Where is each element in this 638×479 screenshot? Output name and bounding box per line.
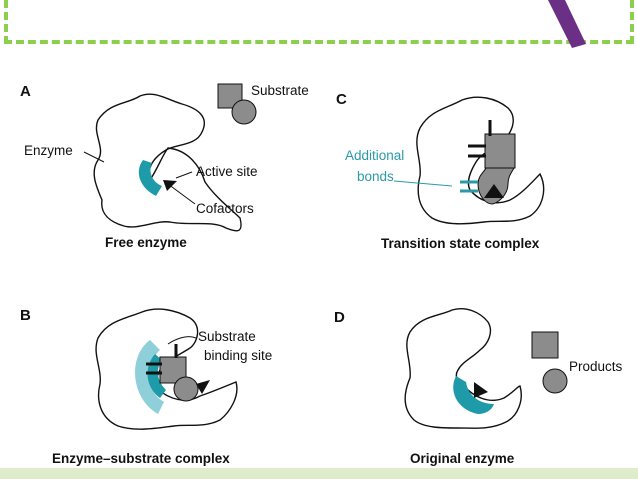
- panel-a-enzyme-outline: [93, 93, 242, 232]
- panel-c-substrate-transition-shape: [477, 167, 515, 205]
- panel-d: D Products Original enzyme: [334, 308, 623, 466]
- panel-a-substrate-label: Substrate: [251, 83, 309, 98]
- panel-d-letter: D: [334, 309, 345, 326]
- frame-top-edge: [4, 40, 634, 44]
- panel-a-active-site-teal-arc: [138, 160, 162, 196]
- panel-c-enzyme-outline: [416, 96, 545, 225]
- panel-d-enzyme-outline: [404, 308, 522, 429]
- panel-a-substrate-circle: [231, 99, 257, 125]
- panel-a-active-site-label: Active site: [196, 164, 258, 179]
- panel-b: B Substrate binding site Enzyme–substrat…: [20, 307, 272, 466]
- panel-c-caption: Transition state complex: [381, 236, 540, 251]
- panel-d-caption: Original enzyme: [410, 451, 515, 466]
- panel-d-product-circle: [542, 368, 568, 394]
- panel-d-products-label: Products: [569, 359, 623, 374]
- panel-b-letter: B: [20, 307, 31, 324]
- panel-a-letter: A: [20, 83, 31, 100]
- panel-d-cofactor-triangle: [474, 382, 488, 398]
- panel-c-cofactor-triangle: [484, 184, 504, 198]
- panel-b-cofactor-triangle: [196, 380, 210, 394]
- panel-c-additional-label-line2: bonds: [357, 169, 394, 184]
- panel-b-binding-label-line1: Substrate: [198, 329, 256, 344]
- panel-c-additional-label-line1: Additional: [345, 148, 404, 163]
- panel-b-binding-label-line2: binding site: [204, 348, 272, 363]
- panel-a-cofactors-pointer: [167, 183, 196, 205]
- panel-b-binding-site-light-arc: [135, 340, 164, 414]
- bottom-bar: [0, 468, 638, 479]
- panel-b-enzyme-outline: [95, 308, 238, 430]
- panel-a-enzyme-pointer: [83, 151, 105, 163]
- frame-left-edge: [4, 0, 8, 44]
- panel-c: C Additional bonds Transition state comp…: [336, 91, 545, 251]
- panel-a-enzyme-label: Enzyme: [24, 143, 73, 158]
- panel-a-active-site-pointer: [175, 171, 193, 179]
- panel-c-substrate-square: [484, 133, 516, 169]
- panel-c-additional-bonds-pointer: [393, 180, 453, 187]
- panel-d-product-square: [531, 331, 559, 359]
- panel-a-caption: Free enzyme: [105, 235, 187, 250]
- panel-b-caption: Enzyme–substrate complex: [52, 451, 230, 466]
- panel-a: A Enzyme Substrate Active site Cofactors…: [20, 83, 309, 250]
- panel-c-letter: C: [336, 91, 347, 108]
- purple-accent-shape: [548, 0, 586, 48]
- panel-b-binding-site-pointer: [167, 336, 197, 345]
- frame-right-edge: [630, 0, 634, 44]
- panel-a-cofactors-label: Cofactors: [196, 201, 254, 216]
- panel-d-active-site-teal-arc: [453, 376, 494, 414]
- panel-b-substrate-circle: [173, 376, 199, 402]
